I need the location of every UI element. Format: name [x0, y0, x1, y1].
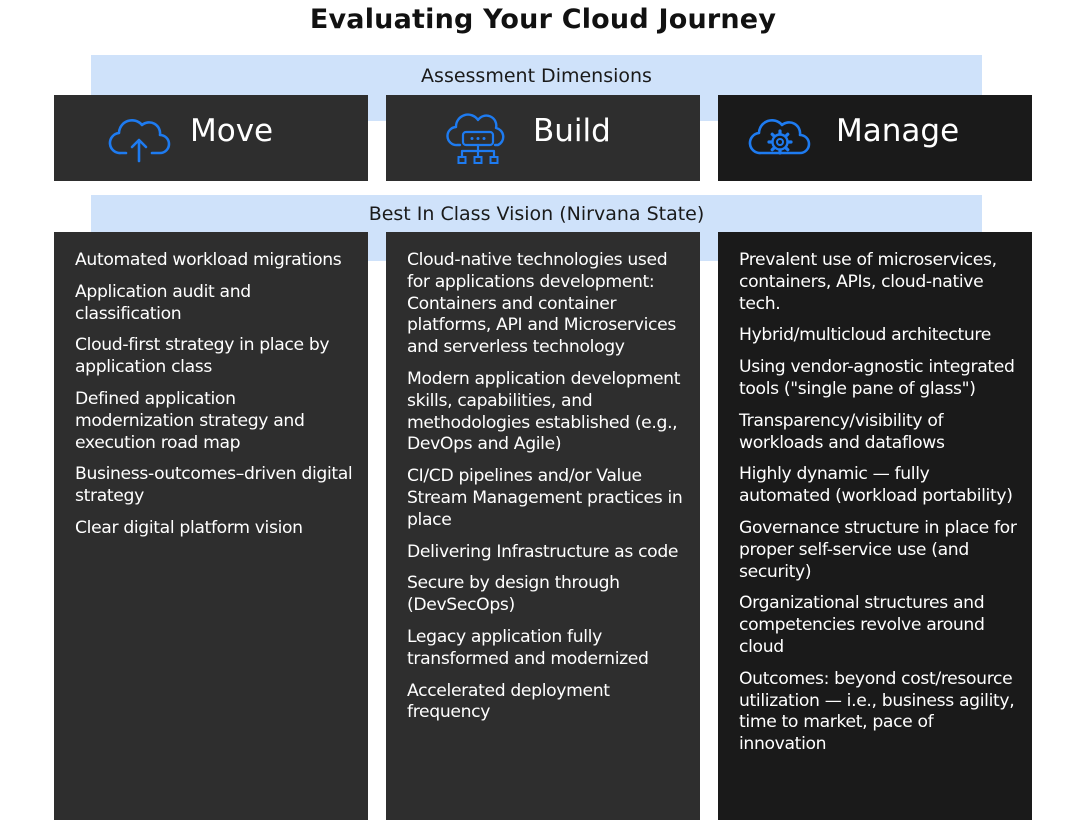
list-item: Using vendor-agnostic integrated tools (… — [739, 357, 1015, 399]
list-item: Highly dynamic — fully automated (worklo… — [739, 464, 1013, 507]
manage-items-list: Prevalent use of microservices, containe… — [739, 250, 1018, 756]
cloud-network-icon — [446, 113, 505, 164]
list-item: Organizational structures and competenci… — [739, 593, 985, 657]
cloud-upload-icon — [108, 119, 171, 163]
list-item: Clear digital platform vision — [75, 517, 303, 538]
list-item: Secure by design through (DevSecOps) — [407, 573, 620, 616]
build-header: Build — [386, 95, 700, 181]
move-label: Move — [190, 113, 274, 149]
list-item: Delivering Infrastructure as code — [407, 541, 679, 562]
list-item: Transparency/visibility of workloads and… — [739, 410, 945, 453]
list-item: Accelerated deployment frequency — [407, 680, 610, 723]
list-item: Governance structure in place for proper… — [739, 517, 1017, 582]
list-item: Application audit and classification — [75, 281, 251, 324]
cloud-gear-icon — [748, 119, 811, 155]
list-item: Cloud-native technologies used for appli… — [407, 250, 676, 358]
manage-header: Manage — [718, 95, 1032, 181]
build-column: Cloud-native technologies used for appli… — [386, 232, 700, 820]
page-title: Evaluating Your Cloud Journey — [309, 4, 777, 35]
list-item: Cloud-first strategy in place by applica… — [75, 335, 330, 378]
list-item: Business-outcomes–driven digital strateg… — [75, 464, 353, 507]
manage-label: Manage — [836, 113, 960, 149]
list-item: Automated workload migrations — [75, 250, 342, 270]
list-item: Hybrid/multicloud architecture — [739, 325, 991, 346]
manage-column: Prevalent use of microservices, containe… — [718, 232, 1032, 820]
build-label: Build — [533, 113, 611, 149]
move-items-list: Automated workload migrations Applicatio… — [75, 250, 354, 540]
move-column: Automated workload migrations Applicatio… — [54, 232, 368, 820]
list-item: CI/CD pipelines and/or Value Stream Mana… — [407, 466, 683, 530]
list-item: Legacy application fully transformed and… — [407, 626, 649, 669]
list-item: Outcomes: beyond cost/resource utilizati… — [739, 668, 1015, 755]
list-item: Prevalent use of microservices, containe… — [739, 250, 997, 314]
move-header: Move — [54, 95, 368, 181]
list-item: Modern application development skills, c… — [407, 368, 681, 455]
list-item: Defined application modernization strate… — [75, 388, 305, 453]
build-items-list: Cloud-native technologies used for appli… — [407, 250, 686, 724]
